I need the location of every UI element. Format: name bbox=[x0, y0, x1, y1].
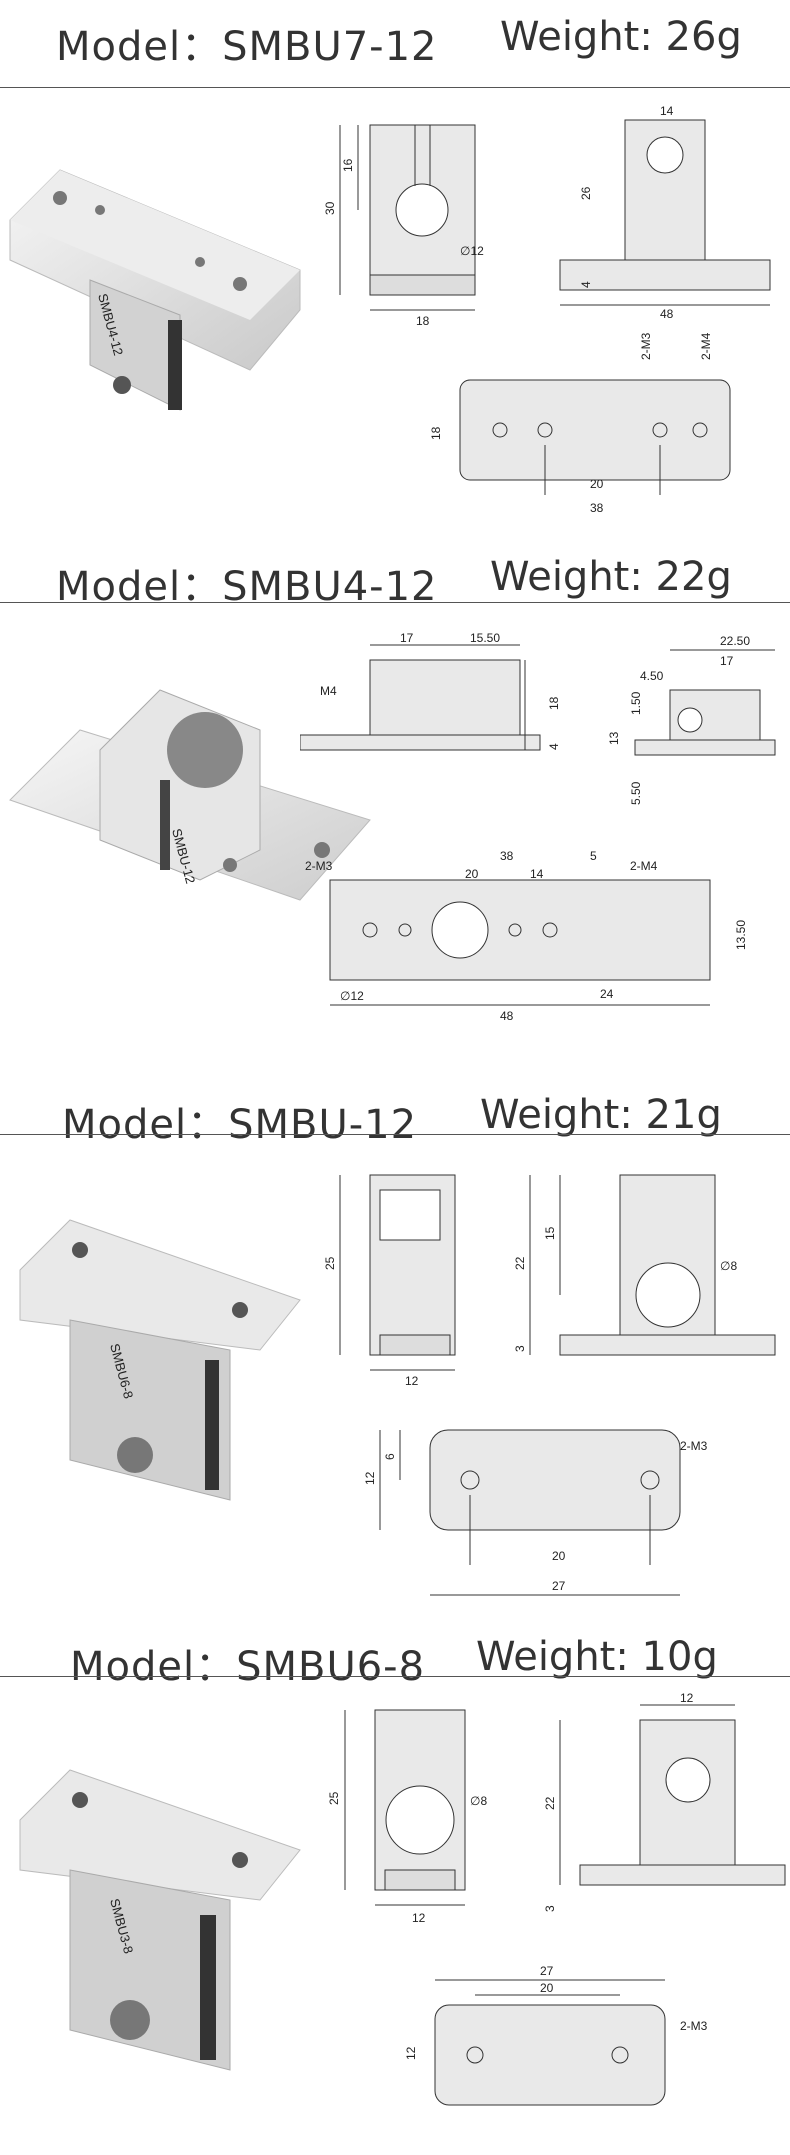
svg-text:22: 22 bbox=[543, 1796, 557, 1810]
svg-text:18: 18 bbox=[547, 696, 561, 710]
svg-text:∅8: ∅8 bbox=[720, 1259, 737, 1273]
section-3-header: Model：SMBU-12 Weight: 21g bbox=[0, 1078, 790, 1168]
svg-text:2-M3: 2-M3 bbox=[305, 859, 333, 873]
svg-text:12: 12 bbox=[412, 1911, 426, 1925]
svg-text:27: 27 bbox=[540, 1964, 554, 1978]
svg-text:15: 15 bbox=[543, 1226, 557, 1240]
svg-text:25: 25 bbox=[323, 1256, 337, 1270]
svg-text:2-M3: 2-M3 bbox=[639, 332, 653, 360]
model-label: Model：SMBU6-8 bbox=[70, 1644, 426, 1690]
svg-text:17: 17 bbox=[720, 654, 734, 668]
drawing-smbu-12: 25 12 22 15 3 ∅8 12 6 2-M3 20 27 bbox=[323, 1174, 776, 1596]
svg-text:22: 22 bbox=[513, 1256, 527, 1270]
svg-text:20: 20 bbox=[552, 1549, 566, 1563]
weight-label: Weight: 21g bbox=[480, 1092, 722, 1138]
svg-text:18: 18 bbox=[416, 314, 430, 328]
svg-text:16: 16 bbox=[341, 158, 355, 172]
svg-text:22.50: 22.50 bbox=[720, 634, 750, 648]
model-label: Model：SMBU4-12 bbox=[56, 564, 438, 610]
svg-text:48: 48 bbox=[500, 1009, 514, 1023]
svg-text:25: 25 bbox=[327, 1791, 341, 1805]
svg-text:∅12: ∅12 bbox=[460, 244, 484, 258]
divider bbox=[0, 87, 790, 88]
product-photo: SMBU6-8 bbox=[19, 1219, 301, 1501]
svg-text:5.50: 5.50 bbox=[629, 781, 643, 805]
model-label: Model：SMBU7-12 bbox=[56, 24, 438, 70]
svg-text:4.50: 4.50 bbox=[640, 669, 664, 683]
svg-text:6: 6 bbox=[383, 1453, 397, 1460]
product-photo: SMBU3-8 bbox=[19, 1769, 301, 2071]
svg-text:26: 26 bbox=[579, 186, 593, 200]
divider bbox=[0, 602, 790, 603]
svg-text:18: 18 bbox=[429, 426, 443, 440]
drawing-smbu4-12: M4 17 15.50 18 4 22.50 17 4.50 1.50 13 5… bbox=[300, 631, 776, 1023]
svg-text:12: 12 bbox=[405, 1374, 419, 1388]
svg-text:∅12: ∅12 bbox=[340, 989, 364, 1003]
model-label: Model：SMBU-12 bbox=[62, 1102, 418, 1148]
svg-text:12: 12 bbox=[404, 2046, 418, 2060]
svg-text:15.50: 15.50 bbox=[470, 631, 500, 645]
section-2-header: Model：SMBU4-12 Weight: 22g bbox=[0, 540, 790, 630]
svg-text:48: 48 bbox=[660, 307, 674, 321]
svg-text:2-M4: 2-M4 bbox=[699, 332, 713, 360]
svg-text:13.50: 13.50 bbox=[734, 920, 748, 950]
svg-text:4: 4 bbox=[579, 281, 593, 288]
svg-text:14: 14 bbox=[660, 104, 674, 118]
svg-text:12: 12 bbox=[363, 1471, 377, 1485]
svg-text:∅8: ∅8 bbox=[470, 1794, 487, 1808]
svg-text:2-M3: 2-M3 bbox=[680, 1439, 708, 1453]
svg-text:3: 3 bbox=[513, 1345, 527, 1352]
svg-text:5: 5 bbox=[590, 849, 597, 863]
drawing-sm bu7-12: 30 16 18 ∅12 26 4 48 14 18 2-M3 2-M4 20 … bbox=[323, 104, 771, 515]
svg-text:38: 38 bbox=[500, 849, 514, 863]
svg-text:17: 17 bbox=[400, 631, 414, 645]
divider bbox=[0, 1676, 790, 1677]
svg-text:2-M4: 2-M4 bbox=[630, 859, 658, 873]
section-4-header: Model：SMBU6-8 Weight: 10g bbox=[0, 1620, 790, 1710]
svg-text:1.50: 1.50 bbox=[629, 691, 643, 715]
svg-text:2-M3: 2-M3 bbox=[680, 2019, 708, 2033]
drawing-smbu6-8: 25 12 ∅8 12 22 3 27 20 2-M3 12 bbox=[327, 1691, 786, 2106]
svg-text:12: 12 bbox=[680, 1691, 694, 1705]
weight-label: Weight: 22g bbox=[490, 554, 732, 600]
product-photo: SMBU4-12 bbox=[9, 169, 301, 411]
svg-text:20: 20 bbox=[465, 867, 479, 881]
svg-text:20: 20 bbox=[540, 1981, 554, 1995]
product-photo: SMBU-12 bbox=[9, 689, 371, 901]
divider bbox=[0, 1134, 790, 1135]
svg-text:38: 38 bbox=[590, 501, 604, 515]
svg-text:13: 13 bbox=[607, 731, 621, 745]
svg-text:24: 24 bbox=[600, 987, 614, 1001]
svg-text:14: 14 bbox=[530, 867, 544, 881]
svg-text:M4: M4 bbox=[320, 684, 337, 698]
weight-label: Weight: 10g bbox=[476, 1634, 718, 1680]
svg-text:30: 30 bbox=[323, 201, 337, 215]
svg-text:20: 20 bbox=[590, 477, 604, 491]
svg-text:27: 27 bbox=[552, 1579, 566, 1593]
section-1-header: Model：SMBU7-12 Weight: 26g bbox=[0, 0, 790, 90]
weight-label: Weight: 26g bbox=[500, 14, 742, 60]
svg-text:4: 4 bbox=[547, 743, 561, 750]
svg-text:3: 3 bbox=[543, 1905, 557, 1912]
